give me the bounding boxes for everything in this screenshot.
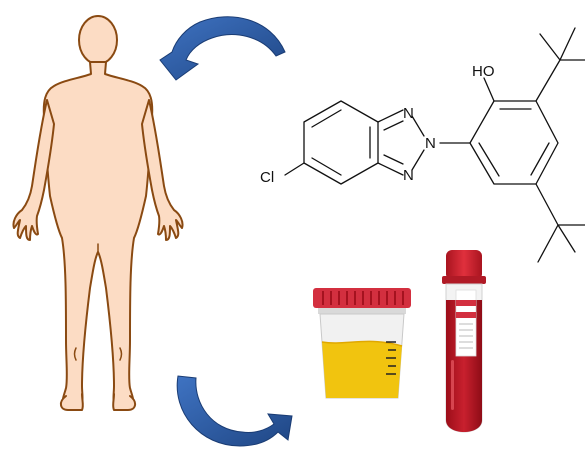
atom-labels: HO N N N Cl: [260, 63, 495, 186]
benzo-ring-double-bonds: [311, 109, 371, 176]
benzo-ring-bonds: [303, 100, 379, 185]
tube-cap-rim: [442, 276, 486, 284]
left-foot: [60, 393, 84, 411]
cup-graduation-marks: [386, 341, 396, 375]
cup-lid-ridges: [322, 291, 404, 305]
chemical-structure: [284, 27, 585, 263]
triazole-double-bonds: [383, 120, 404, 165]
atom-label-n-mid: N: [425, 135, 436, 152]
blood-sample-tube-icon: [442, 250, 486, 433]
tube-cap: [446, 250, 482, 280]
oh-bond: [483, 77, 495, 102]
atom-label-ho: HO: [472, 63, 495, 80]
torso-legs: [42, 61, 154, 407]
curved-arrow-icon: [176, 375, 293, 447]
phenol-ring-double-bonds: [478, 108, 550, 177]
cl-bond: [284, 162, 305, 176]
right-foot: [112, 393, 136, 411]
human-body-icon: [12, 15, 184, 411]
head: [78, 15, 118, 65]
atom-label-n-top: N: [403, 105, 414, 122]
urine-sample-cup-icon: [313, 288, 411, 399]
tert-butyl-top: [535, 27, 585, 102]
left-arm: [12, 99, 55, 241]
atom-label-cl: Cl: [260, 169, 274, 186]
right-arm: [141, 99, 184, 241]
triazole-bonds: [377, 109, 425, 176]
cup-rim: [318, 308, 406, 314]
tert-butyl-bottom: [535, 183, 585, 263]
atom-label-n-bottom: N: [403, 167, 414, 184]
tube-label: [455, 289, 477, 357]
urine-fill: [322, 341, 402, 398]
curved-arrow-icon: [159, 16, 286, 81]
body-detail-lines: [73, 243, 123, 361]
phenol-ring-bonds: [469, 100, 559, 185]
